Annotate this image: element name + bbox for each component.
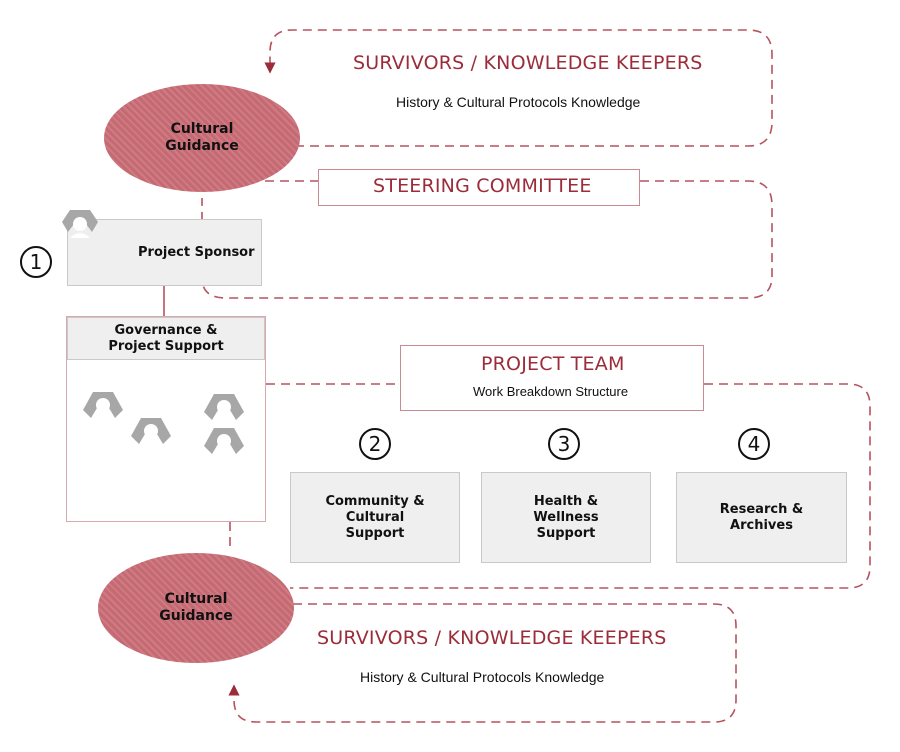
number-3-icon: 3 [548, 428, 580, 460]
bottom-cultural-guidance-ellipse: Cultural Guidance [98, 553, 294, 663]
top-survivors-subtitle: History & Cultural Protocols Knowledge [396, 94, 641, 110]
steering-committee-title: STEERING COMMITTEE [373, 175, 592, 197]
research-archives-box: Research & Archives [676, 472, 847, 563]
number-2-icon: 2 [359, 428, 391, 460]
top-cultural-guidance-ellipse: Cultural Guidance [104, 84, 300, 192]
governance-header: Governance & Project Support [67, 317, 265, 360]
project-sponsor-box: Project Sponsor [67, 219, 262, 286]
bottom-survivors-subtitle: History & Cultural Protocols Knowledge [360, 669, 605, 685]
project-sponsor-label: Project Sponsor [138, 244, 255, 260]
person-icon [204, 394, 244, 420]
top-survivors-title: SURVIVORS / KNOWLEDGE KEEPERS [353, 52, 703, 74]
project-team-box [400, 345, 704, 411]
community-cultural-support-label: Community & Cultural Support [325, 493, 425, 541]
governance-label: Governance & Project Support [108, 322, 224, 354]
steering-committee-box [318, 169, 640, 206]
health-wellness-support-label: Health & Wellness Support [533, 493, 599, 541]
person-icon [131, 418, 171, 444]
number-1-icon: 1 [20, 246, 52, 278]
community-cultural-support-box: Community & Cultural Support [290, 472, 460, 563]
health-wellness-support-box: Health & Wellness Support [481, 472, 651, 563]
steering-loop [201, 180, 773, 299]
person-icon [204, 428, 244, 454]
research-archives-label: Research & Archives [719, 501, 804, 533]
person-icon [62, 210, 98, 238]
number-4-icon: 4 [738, 428, 770, 460]
bottom-survivors-title: SURVIVORS / KNOWLEDGE KEEPERS [317, 627, 667, 649]
top-survivors-loop [205, 29, 773, 147]
project-team-title: PROJECT TEAM [481, 353, 625, 375]
project-team-subtitle: Work Breakdown Structure [473, 384, 629, 399]
bottom-survivors-loop [228, 603, 737, 723]
person-icon [83, 392, 123, 418]
project-team-loop [266, 383, 871, 589]
